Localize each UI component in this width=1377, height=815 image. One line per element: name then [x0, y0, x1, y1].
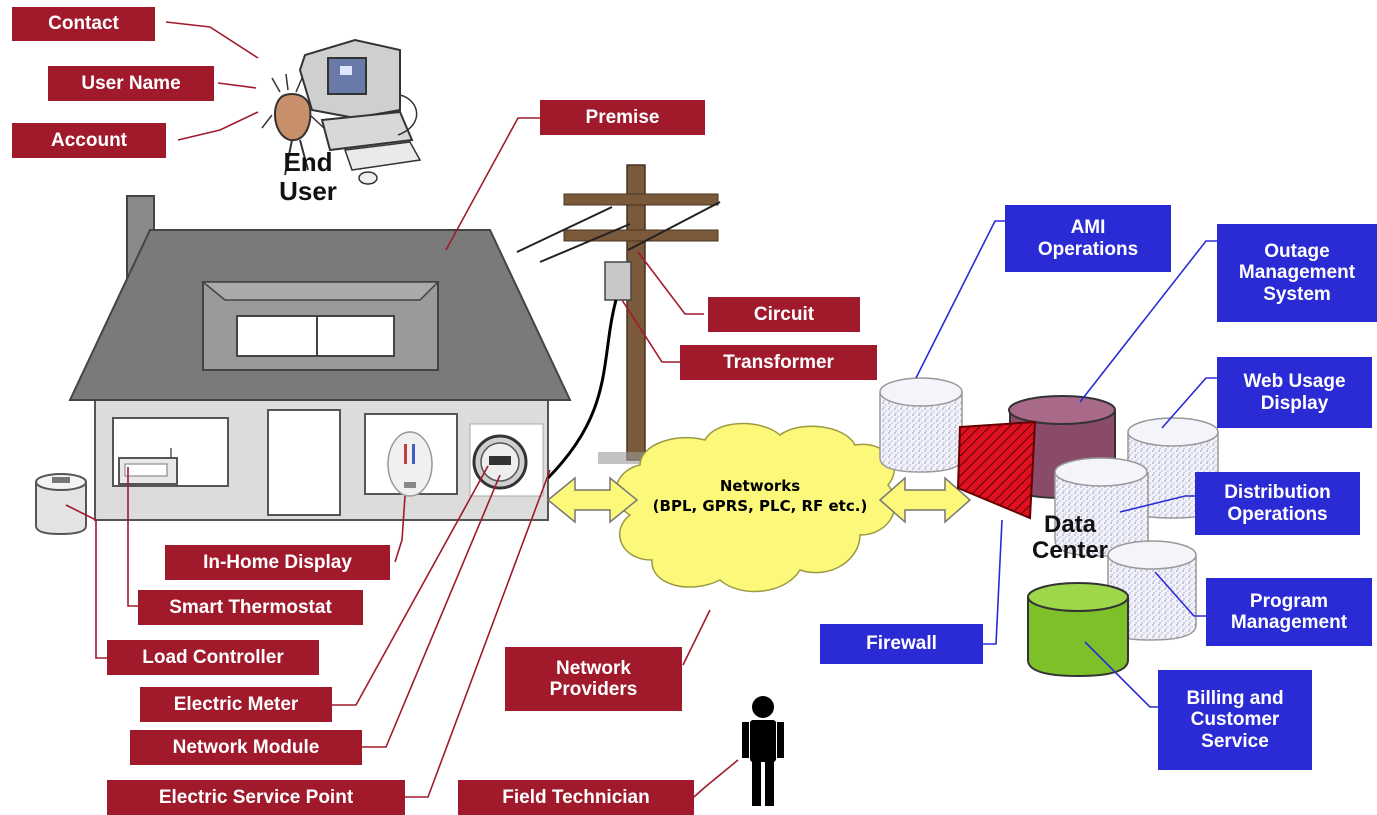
utility-pole-illustration — [516, 164, 721, 480]
end-user-title-line1: End — [283, 147, 333, 177]
contact-label: Contact — [12, 7, 155, 41]
end-user-title-line2: User — [279, 175, 337, 206]
network-cloud — [614, 422, 896, 593]
network-providers-line1: Network — [556, 657, 631, 679]
database-billing — [1027, 582, 1129, 678]
outage-management-line2: Management — [1238, 262, 1356, 284]
program-management-line2: Management — [1230, 612, 1348, 633]
end-user-computer-illustration — [261, 38, 422, 185]
distribution-operations-line1: Distribution — [1224, 482, 1331, 504]
billing-line1: Billing and — [1186, 688, 1284, 710]
house-illustration — [68, 195, 572, 521]
web-usage-display-label: Web Usage Display — [1217, 357, 1372, 428]
billing-line2: Customer — [1190, 709, 1280, 731]
ami-operations-line2: Operations — [1037, 238, 1139, 260]
program-management-line1: Program — [1249, 590, 1329, 612]
networks-cloud-text: Networks (BPL, GPRS, PLC, RF etc.) — [630, 476, 890, 517]
billing-line3: Service — [1201, 730, 1269, 752]
connector-lines — [65, 21, 739, 798]
network-module-label: Network Module — [130, 730, 362, 765]
ami-operations-line1: AMI — [1070, 217, 1106, 239]
outage-management-line1: Outage — [1264, 241, 1330, 263]
web-usage-line2: Display — [1260, 392, 1329, 414]
premise-label: Premise — [540, 100, 705, 135]
networks-subtitle: (BPL, GPRS, PLC, RF etc.) — [652, 497, 868, 516]
in-home-display-label: In-Home Display — [165, 545, 390, 580]
distribution-operations-label: Distribution Operations — [1195, 472, 1360, 535]
data-center-title-line2: Center — [1031, 537, 1109, 565]
user-name-label: User Name — [48, 66, 214, 101]
account-label: Account — [12, 123, 166, 158]
end-user-title: End User — [258, 148, 358, 205]
data-center-title-line1: Data — [1043, 511, 1097, 538]
program-management-label: Program Management — [1206, 578, 1372, 646]
electric-service-point-label: Electric Service Point — [107, 780, 405, 815]
network-providers-label: Network Providers — [505, 647, 682, 711]
outage-management-line3: System — [1263, 283, 1331, 305]
firewall-label: Firewall — [820, 624, 983, 664]
load-controller-device — [35, 473, 87, 536]
outage-management-system-label: Outage Management System — [1217, 224, 1377, 322]
distribution-operations-line2: Operations — [1227, 503, 1328, 525]
field-technician-label: Field Technician — [458, 780, 694, 815]
electric-meter-label: Electric Meter — [140, 687, 332, 722]
ami-operations-label: AMI Operations — [1005, 205, 1171, 272]
transformer-label: Transformer — [680, 345, 877, 380]
network-arrow-right — [878, 476, 972, 524]
data-center-title: Data Center — [1025, 511, 1115, 565]
web-usage-line1: Web Usage — [1243, 371, 1346, 393]
firewall-wall — [956, 420, 1037, 520]
network-arrow-left — [546, 476, 639, 524]
database-program-management — [1107, 540, 1197, 641]
network-providers-line2: Providers — [549, 679, 638, 700]
circuit-label: Circuit — [708, 297, 860, 332]
smart-thermostat-label: Smart Thermostat — [138, 590, 363, 625]
database-ami — [879, 377, 963, 473]
billing-customer-service-label: Billing and Customer Service — [1158, 670, 1312, 770]
networks-title: Networks — [719, 477, 801, 495]
field-technician-figure — [742, 696, 784, 806]
load-controller-label: Load Controller — [107, 640, 319, 675]
